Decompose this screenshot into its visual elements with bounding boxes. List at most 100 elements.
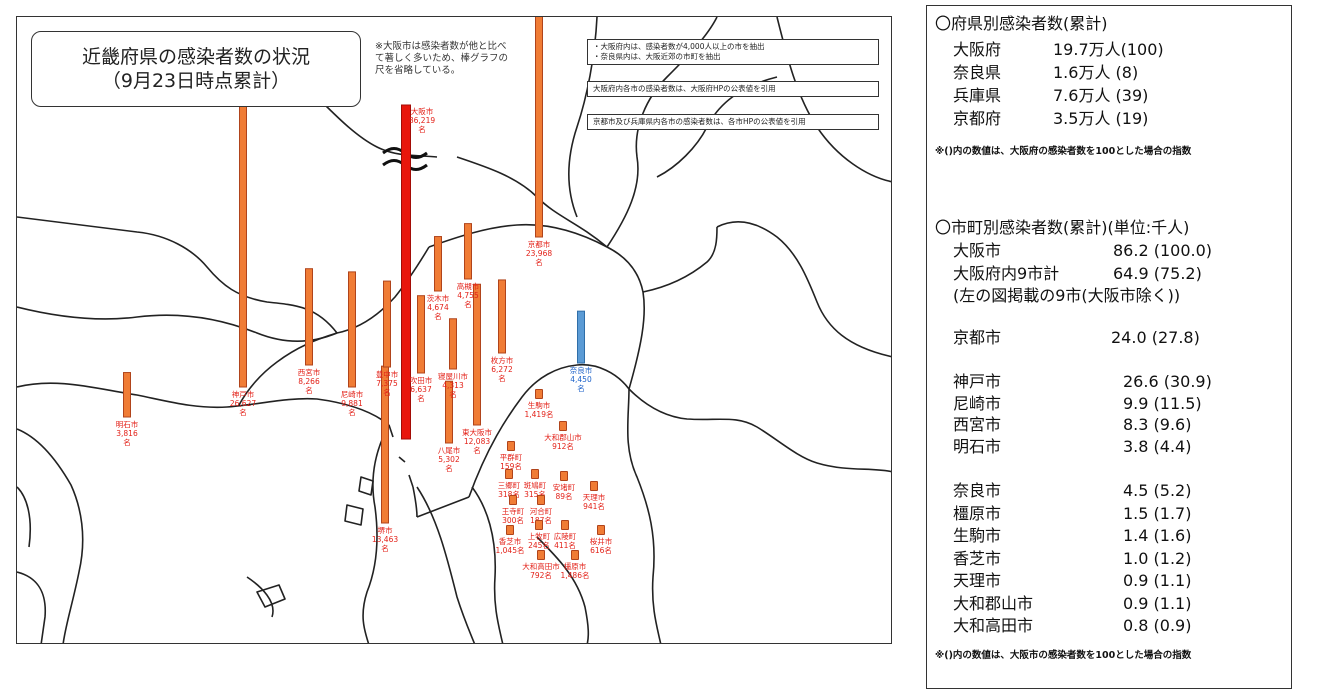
row-value: 1.5 (1.7)	[1123, 503, 1192, 523]
bar-label-堺市: 堺市 13,463 名	[371, 526, 399, 553]
map-outline	[17, 17, 891, 643]
row-value: 64.9 (75.2)	[1113, 264, 1202, 283]
town-mark-大和高田市	[537, 550, 545, 560]
row-value: 1.0 (1.2)	[1123, 548, 1192, 568]
row-value: 1.6万人 (8)	[1053, 63, 1139, 82]
town-label-広陵町: 広陵町 411名	[553, 532, 577, 550]
row-name: 大阪府内9市計	[953, 264, 1060, 283]
row-橿原市: 橿原市 1.5 (1.7)	[953, 503, 1283, 525]
row-osaka-9-cities: 大阪府内9市計 64.9 (75.2)	[953, 263, 1283, 285]
row-name: 大阪市	[953, 241, 1002, 260]
town-mark-安堵町	[560, 471, 568, 481]
bar-京都市	[535, 17, 543, 238]
row-尼崎市: 尼崎市 9.9 (11.5)	[953, 393, 1283, 415]
town-label-大和高田市: 大和高田市 792名	[522, 562, 560, 580]
bar-label-茨木市: 茨木市 4,674 名	[426, 294, 450, 321]
row-name: 奈良市	[953, 481, 1002, 500]
kinki-map-chart: 近畿府県の感染者数の状況 （9月23日時点累計） ※大阪市は感染者数が他と比べて…	[16, 16, 892, 644]
row-name: 生駒市	[953, 526, 1002, 545]
source-note-line2: ・奈良県内は、大阪近郊の市町を抽出	[593, 52, 721, 61]
row-name: 神戸市	[953, 372, 1002, 391]
town-mark-三郷町	[505, 469, 513, 479]
town-mark-香芝市	[506, 525, 514, 535]
bar-label-大阪市: 大阪市 86,219 名	[408, 107, 436, 134]
town-mark-河合町	[537, 495, 545, 505]
bar-八尾市	[445, 380, 453, 444]
bar-label-西宮市: 西宮市 8,266 名	[297, 368, 321, 395]
town-label-天理市: 天理市 941名	[582, 493, 606, 511]
row-kyoto-city: 京都市 24.0 (27.8)	[953, 327, 1283, 349]
town-mark-広陵町	[561, 520, 569, 530]
row-香芝市: 香芝市 1.0 (1.2)	[953, 548, 1283, 570]
row-osaka-city: 大阪市 86.2 (100.0)	[953, 240, 1283, 262]
town-mark-天理市	[590, 481, 598, 491]
bar-明石市	[123, 372, 131, 418]
row-value: 7.6万人 (39)	[1053, 86, 1149, 105]
town-label-香芝市: 香芝市 1,045名	[495, 537, 525, 555]
source-note-extraction: ・大阪府内は、感染者数が4,000人以上の市を抽出 ・奈良県内は、大阪近郊の市町…	[587, 39, 879, 65]
bar-豊中市	[383, 280, 391, 368]
source-note-kyoto-hyogo: 京都市及び兵庫県内各市の感染者数は、各市HPの公表値を引用	[587, 114, 879, 130]
pref-section-title: 〇府県別感染者数(累計)	[935, 14, 1108, 33]
town-label-王寺町: 王寺町 300名	[501, 507, 525, 525]
row-value: 19.7万人(100)	[1053, 40, 1164, 59]
row-value: 24.0 (27.8)	[1111, 328, 1200, 347]
bar-神戸市	[239, 76, 247, 388]
row-name: 京都府	[953, 109, 1002, 128]
osaka-scale-note: ※大阪市は感染者数が他と比べて著しく多いため、棒グラフの尺を省略している。	[375, 41, 509, 76]
row-name: 明石市	[953, 436, 1002, 456]
bar-label-八尾市: 八尾市 5,302 名	[437, 446, 461, 473]
town-label-斑鳩町: 斑鳩町 315名	[523, 481, 547, 499]
bar-label-豊中市: 豊中市 7,375 名	[375, 370, 399, 397]
bar-西宮市	[305, 268, 313, 366]
town-mark-橿原市	[571, 550, 579, 560]
row-value: 0.9 (1.1)	[1123, 593, 1192, 613]
row-name: 西宮市	[953, 415, 1002, 434]
source-note-osaka: 大阪府内各市の感染者数は、大阪府HPの公表値を引用	[587, 81, 879, 97]
town-label-生駒市: 生駒市 1,419名	[524, 401, 554, 419]
bar-寝屋川市	[449, 318, 457, 370]
row-value: 9.9 (11.5)	[1123, 393, 1202, 413]
chart-title: 近畿府県の感染者数の状況 （9月23日時点累計）	[31, 31, 361, 107]
bar-尼崎市	[348, 271, 356, 388]
row-name: 尼崎市	[953, 393, 1002, 413]
row-value: 0.9 (1.1)	[1123, 571, 1192, 590]
row-name: 香芝市	[953, 548, 1002, 568]
town-mark-王寺町	[509, 495, 517, 505]
row-value: 1.4 (1.6)	[1123, 526, 1192, 545]
row-明石市: 明石市 3.8 (4.4)	[953, 436, 1283, 458]
bar-label-京都市: 京都市 23,968 名	[525, 240, 553, 267]
town-label-平群町: 平群町 159名	[499, 453, 523, 471]
bar-東大阪市	[473, 283, 481, 426]
bar-奈良市	[577, 310, 585, 364]
town-mark-平群町	[507, 441, 515, 451]
bar-label-吹田市: 吹田市 6,637 名	[409, 376, 433, 403]
bar-茨木市	[434, 236, 442, 292]
town-mark-桜井市	[597, 525, 605, 535]
chart-title-line1: 近畿府県の感染者数の状況	[81, 46, 310, 68]
bar-吹田市	[417, 295, 425, 374]
town-label-桜井市: 桜井市 616名	[589, 537, 613, 555]
bar-label-明石市: 明石市 3,816 名	[115, 420, 139, 447]
bar-label-枚方市: 枚方市 6,272 名	[490, 356, 514, 383]
town-mark-大和郡山市	[559, 421, 567, 431]
chart-title-line2: （9月23日時点累計）	[101, 70, 291, 92]
city-index-note: ※()内の数値は、大阪市の感染者数を100とした場合の指数	[935, 650, 1192, 661]
row-value: 3.8 (4.4)	[1123, 436, 1192, 456]
row-生駒市: 生駒市 1.4 (1.6)	[953, 525, 1283, 547]
osaka-9-cities-note: (左の図掲載の9市(大阪市除く))	[953, 286, 1181, 305]
bar-label-東大阪市: 東大阪市 12,083 名	[462, 428, 492, 455]
row-name: 京都市	[953, 328, 1002, 347]
town-label-三郷町: 三郷町 318名	[497, 481, 521, 499]
row-name: 橿原市	[953, 503, 1002, 523]
bar-大阪市	[401, 104, 411, 440]
row-name: 大阪府	[953, 40, 1002, 59]
